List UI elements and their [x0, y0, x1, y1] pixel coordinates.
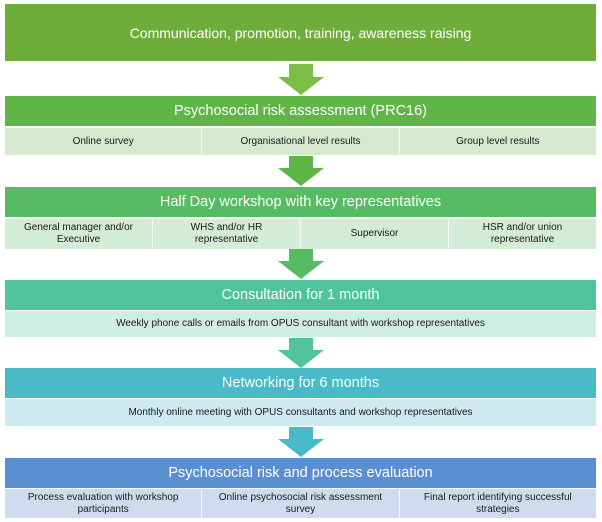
risk-assessment-item: Online survey: [72, 135, 134, 147]
stage-risk-assessment-bar: Psychosocial risk assessment (PRC16): [5, 96, 596, 126]
risk-assessment-items-row: Online survey Organisational level resul…: [5, 128, 596, 155]
stage-networking-bar: Networking for 6 months: [5, 368, 596, 398]
consultation-item: Weekly phone calls or emails from OPUS c…: [116, 318, 485, 329]
networking-items-row: Monthly online meeting with OPUS consult…: [5, 399, 596, 426]
workshop-representative-item: WHS and/or HR representative: [152, 219, 300, 249]
stage-communication-bar: Communication, promotion, training, awar…: [5, 4, 596, 61]
workshop-representative-item: General manager and/or Executive: [24, 222, 133, 245]
risk-assessment-item: Group level results: [398, 128, 596, 155]
stage-workshop-bar: Half Day workshop with key representativ…: [5, 187, 596, 217]
evaluation-item: Final report identifying successful stra…: [398, 489, 596, 518]
stage-risk-assessment-title: Psychosocial risk assessment (PRC16): [173, 103, 428, 119]
workshop-representative-item: Supervisor: [300, 219, 448, 249]
networking-item: Monthly online meeting with OPUS consult…: [128, 406, 473, 418]
stage-networking-title: Networking for 6 months: [221, 375, 380, 391]
down-arrow-icon: [278, 64, 324, 95]
down-arrow-icon: [278, 156, 324, 186]
stage-communication-title: Communication, promotion, training, awar…: [129, 24, 472, 41]
stage-workshop-title: Half Day workshop with key representativ…: [159, 194, 442, 210]
evaluation-items-row: Process evaluation with workshop partici…: [5, 489, 596, 518]
risk-assessment-item: Organisational level results: [201, 128, 398, 155]
down-arrow-icon: [278, 427, 324, 457]
evaluation-item: Online psychosocial risk assessment surv…: [201, 489, 398, 518]
stage-consultation-bar: Consultation for 1 month: [5, 280, 596, 310]
down-arrow-icon: [278, 338, 324, 368]
stage-evaluation-title: Psychosocial risk and process evaluation: [168, 465, 433, 481]
consultation-items-row: Weekly phone calls or emails from OPUS c…: [5, 311, 596, 337]
stage-consultation-title: Consultation for 1 month: [221, 287, 380, 303]
workshop-items-row: General manager and/or Executive WHS and…: [5, 219, 596, 249]
workshop-representative-item: HSR and/or union representative: [448, 219, 596, 249]
stage-evaluation-bar: Psychosocial risk and process evaluation: [5, 458, 596, 488]
down-arrow-icon: [278, 249, 324, 279]
evaluation-item: Process evaluation with workshop partici…: [27, 491, 179, 515]
